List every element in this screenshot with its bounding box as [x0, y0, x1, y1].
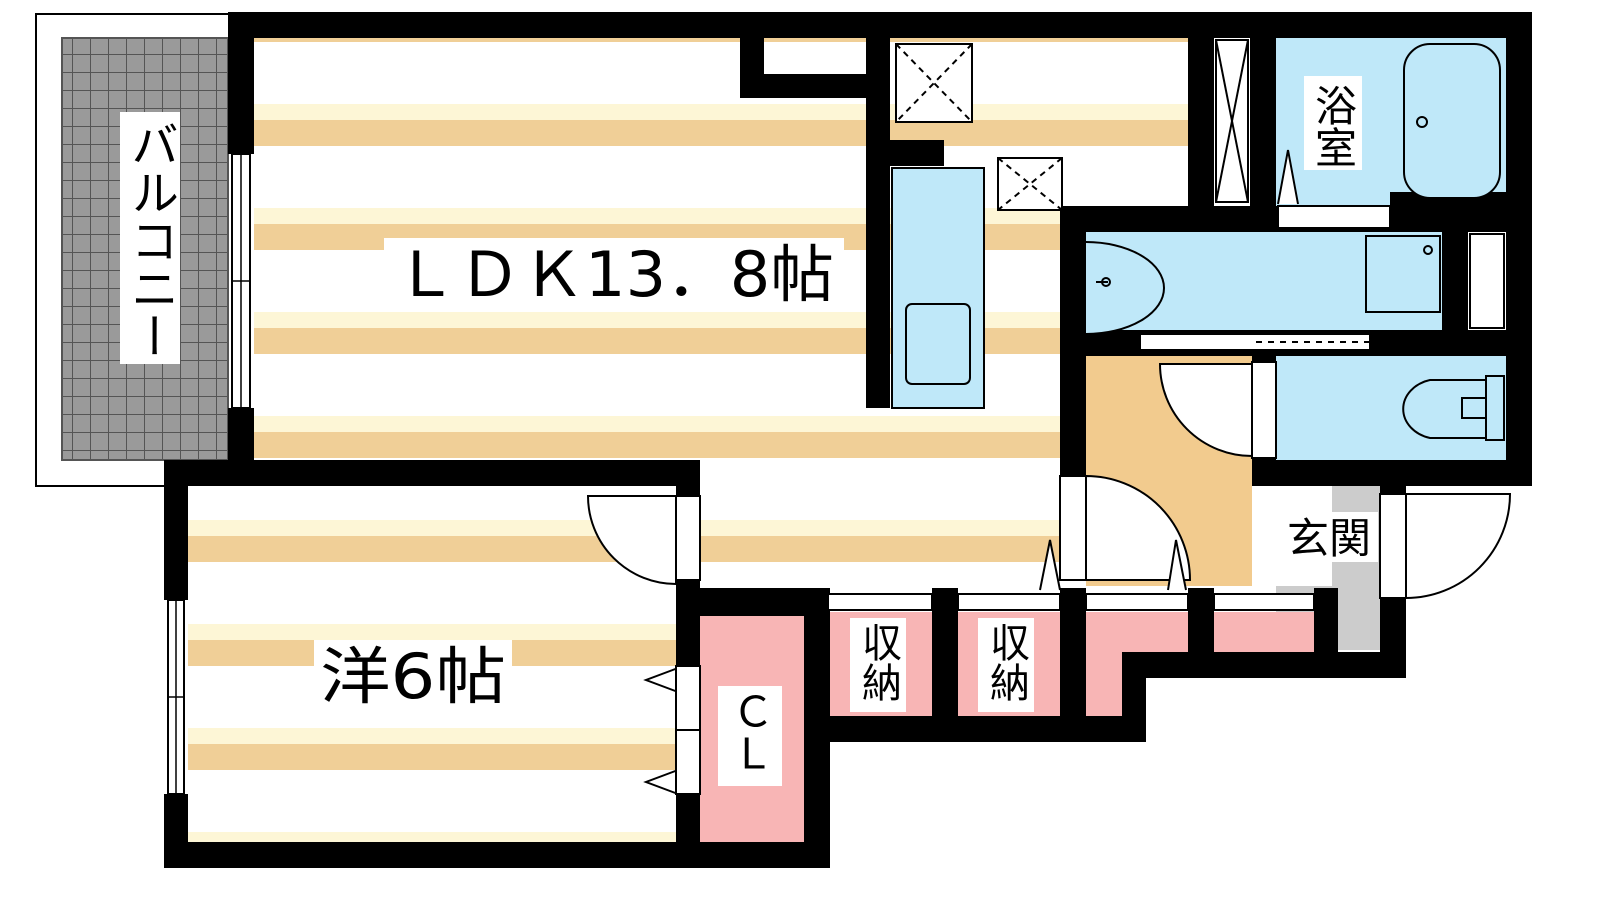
door-swing-icon [586, 205, 1512, 600]
entrance-label: 玄関 [1287, 514, 1371, 563]
storage-label-1: 収納 [855, 622, 901, 702]
walls [164, 12, 1532, 868]
ldk-label: ＬＤＫ13．8帖 [394, 238, 834, 311]
bathtub-icon [1403, 43, 1501, 199]
sink-icon [1085, 235, 1441, 335]
balcony [35, 13, 243, 487]
toilet-icon [1402, 375, 1505, 441]
bath-label: 浴室 [1309, 84, 1358, 168]
balcony-label: バルコニー [122, 120, 178, 360]
western-room-label: 洋6帖 [320, 640, 506, 713]
storage-label-2: 収納 [983, 622, 1029, 702]
fridge-space-icon [895, 43, 1063, 211]
closet-label: ＣＬ [726, 690, 775, 774]
stove-icon [905, 303, 971, 385]
window-icon [167, 153, 251, 795]
room-labels: ＬＤＫ13．8帖 洋6帖 バルコニー 浴室 玄関 ＣＬ 収納 収納 [120, 76, 1378, 786]
folding-door-icon [643, 39, 1505, 795]
